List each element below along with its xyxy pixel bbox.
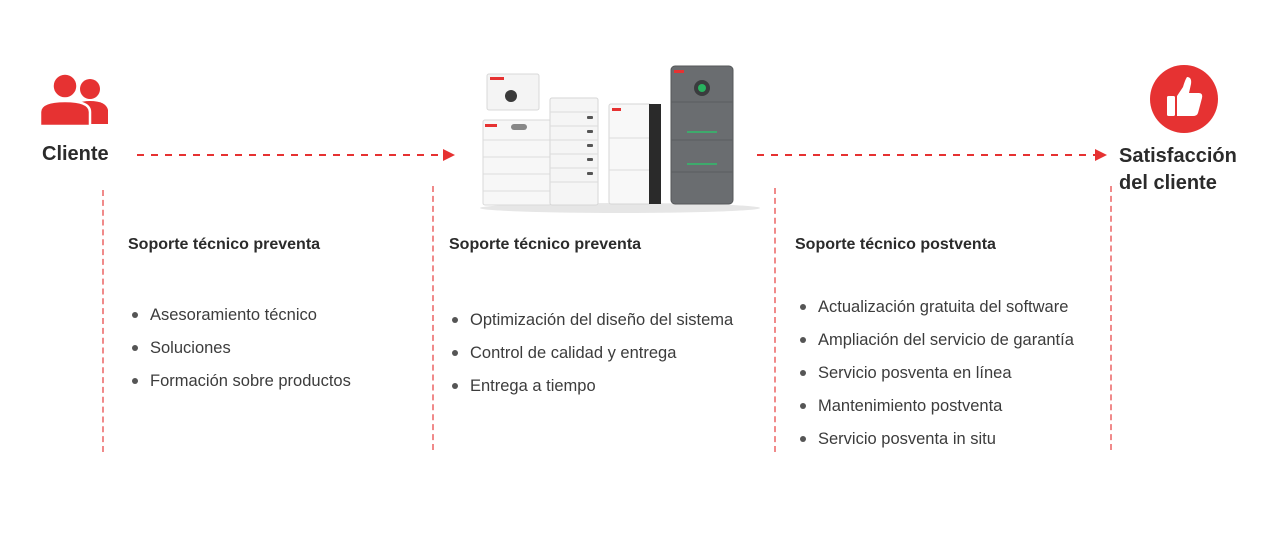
list-item: Servicio posventa in situ bbox=[798, 429, 1074, 462]
divider bbox=[432, 186, 436, 450]
product-image bbox=[480, 65, 760, 213]
list-item: Entrega a tiempo bbox=[450, 376, 733, 409]
column-list-presale-1: Asesoramiento técnico Soluciones Formaci… bbox=[130, 305, 351, 404]
bullet-icon bbox=[132, 345, 138, 351]
bullet-icon bbox=[800, 436, 806, 442]
list-item-text: Entrega a tiempo bbox=[470, 377, 596, 395]
list-item-text: Soluciones bbox=[150, 339, 231, 357]
column-list-presale-2: Optimización del diseño del sistema Cont… bbox=[450, 310, 733, 409]
divider bbox=[102, 190, 106, 452]
end-label-line2: del cliente bbox=[1119, 172, 1217, 194]
list-item-text: Mantenimiento postventa bbox=[818, 397, 1003, 415]
column-list-postsale: Actualización gratuita del software Ampl… bbox=[798, 297, 1074, 462]
bullet-icon bbox=[452, 317, 458, 323]
thumbs-up-icon bbox=[1150, 65, 1218, 133]
column-heading-postsale: Soporte técnico postventa bbox=[795, 236, 996, 253]
list-item-text: Optimización del diseño del sistema bbox=[470, 311, 734, 329]
list-item-text: Formación sobre productos bbox=[150, 372, 351, 390]
end-label-line1: Satisfacción bbox=[1119, 145, 1237, 167]
users-icon bbox=[38, 72, 108, 126]
column-heading-presale-2: Soporte técnico preventa bbox=[449, 236, 642, 253]
list-item-text: Servicio posventa in situ bbox=[818, 430, 996, 448]
end-label: Satisfacción del cliente bbox=[1119, 143, 1237, 197]
list-item: Optimización del diseño del sistema bbox=[450, 310, 733, 343]
list-item: Mantenimiento postventa bbox=[798, 396, 1074, 429]
list-item-text: Actualización gratuita del software bbox=[818, 298, 1069, 316]
bullet-icon bbox=[452, 383, 458, 389]
list-item-text: Asesoramiento técnico bbox=[150, 306, 317, 324]
list-item: Actualización gratuita del software bbox=[798, 297, 1074, 330]
list-item-text: Ampliación del servicio de garantía bbox=[818, 331, 1074, 349]
bullet-icon bbox=[132, 312, 138, 318]
divider bbox=[774, 188, 778, 452]
start-label: Cliente bbox=[42, 143, 109, 165]
bullet-icon bbox=[132, 378, 138, 384]
bullet-icon bbox=[452, 350, 458, 356]
bullet-icon bbox=[800, 403, 806, 409]
bullet-icon bbox=[800, 370, 806, 376]
list-item: Ampliación del servicio de garantía bbox=[798, 330, 1074, 363]
list-item: Control de calidad y entrega bbox=[450, 343, 733, 376]
divider bbox=[1110, 186, 1114, 450]
dashed-arrow-left bbox=[137, 149, 455, 161]
dashed-arrow-right bbox=[757, 149, 1107, 161]
list-item-text: Servicio posventa en línea bbox=[818, 364, 1012, 382]
list-item: Servicio posventa en línea bbox=[798, 363, 1074, 396]
list-item: Asesoramiento técnico bbox=[130, 305, 351, 338]
column-heading-presale-1: Soporte técnico preventa bbox=[128, 236, 321, 253]
list-item: Soluciones bbox=[130, 338, 351, 371]
bullet-icon bbox=[800, 337, 806, 343]
list-item-text: Control de calidad y entrega bbox=[470, 344, 677, 362]
list-item: Formación sobre productos bbox=[130, 371, 351, 404]
bullet-icon bbox=[800, 304, 806, 310]
